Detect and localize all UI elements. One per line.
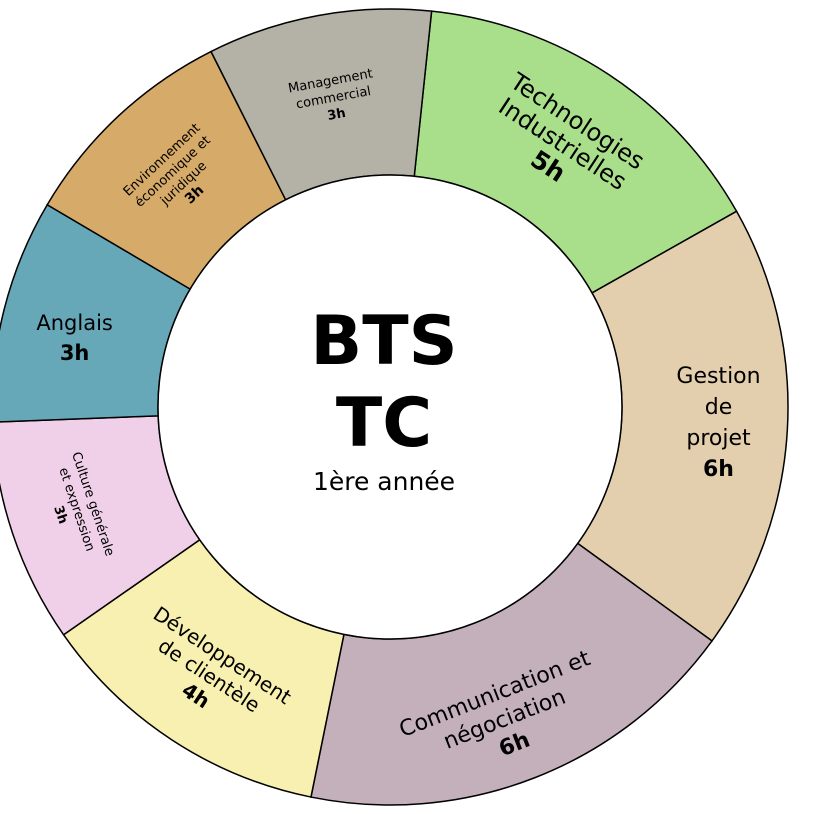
segment-label-line: projet bbox=[686, 426, 751, 451]
segment-hours: 6h bbox=[703, 457, 734, 482]
donut-hole bbox=[157, 174, 623, 640]
segment-label: Gestion de projet 6h bbox=[676, 364, 760, 482]
segment-label-line: Anglais bbox=[36, 311, 112, 335]
center-title-line2: TC bbox=[336, 384, 432, 463]
segment-hours: 3h bbox=[60, 341, 90, 365]
segment-hours: 3h bbox=[50, 504, 70, 526]
segment-hours: 3h bbox=[326, 106, 347, 124]
segment-label-line: Gestion bbox=[676, 364, 760, 389]
segment-label: Anglais 3h bbox=[36, 311, 112, 365]
center-subtitle: 1ère année bbox=[313, 467, 455, 496]
center-title-line1: BTS bbox=[310, 302, 457, 381]
segment-label-line: de bbox=[705, 395, 733, 420]
